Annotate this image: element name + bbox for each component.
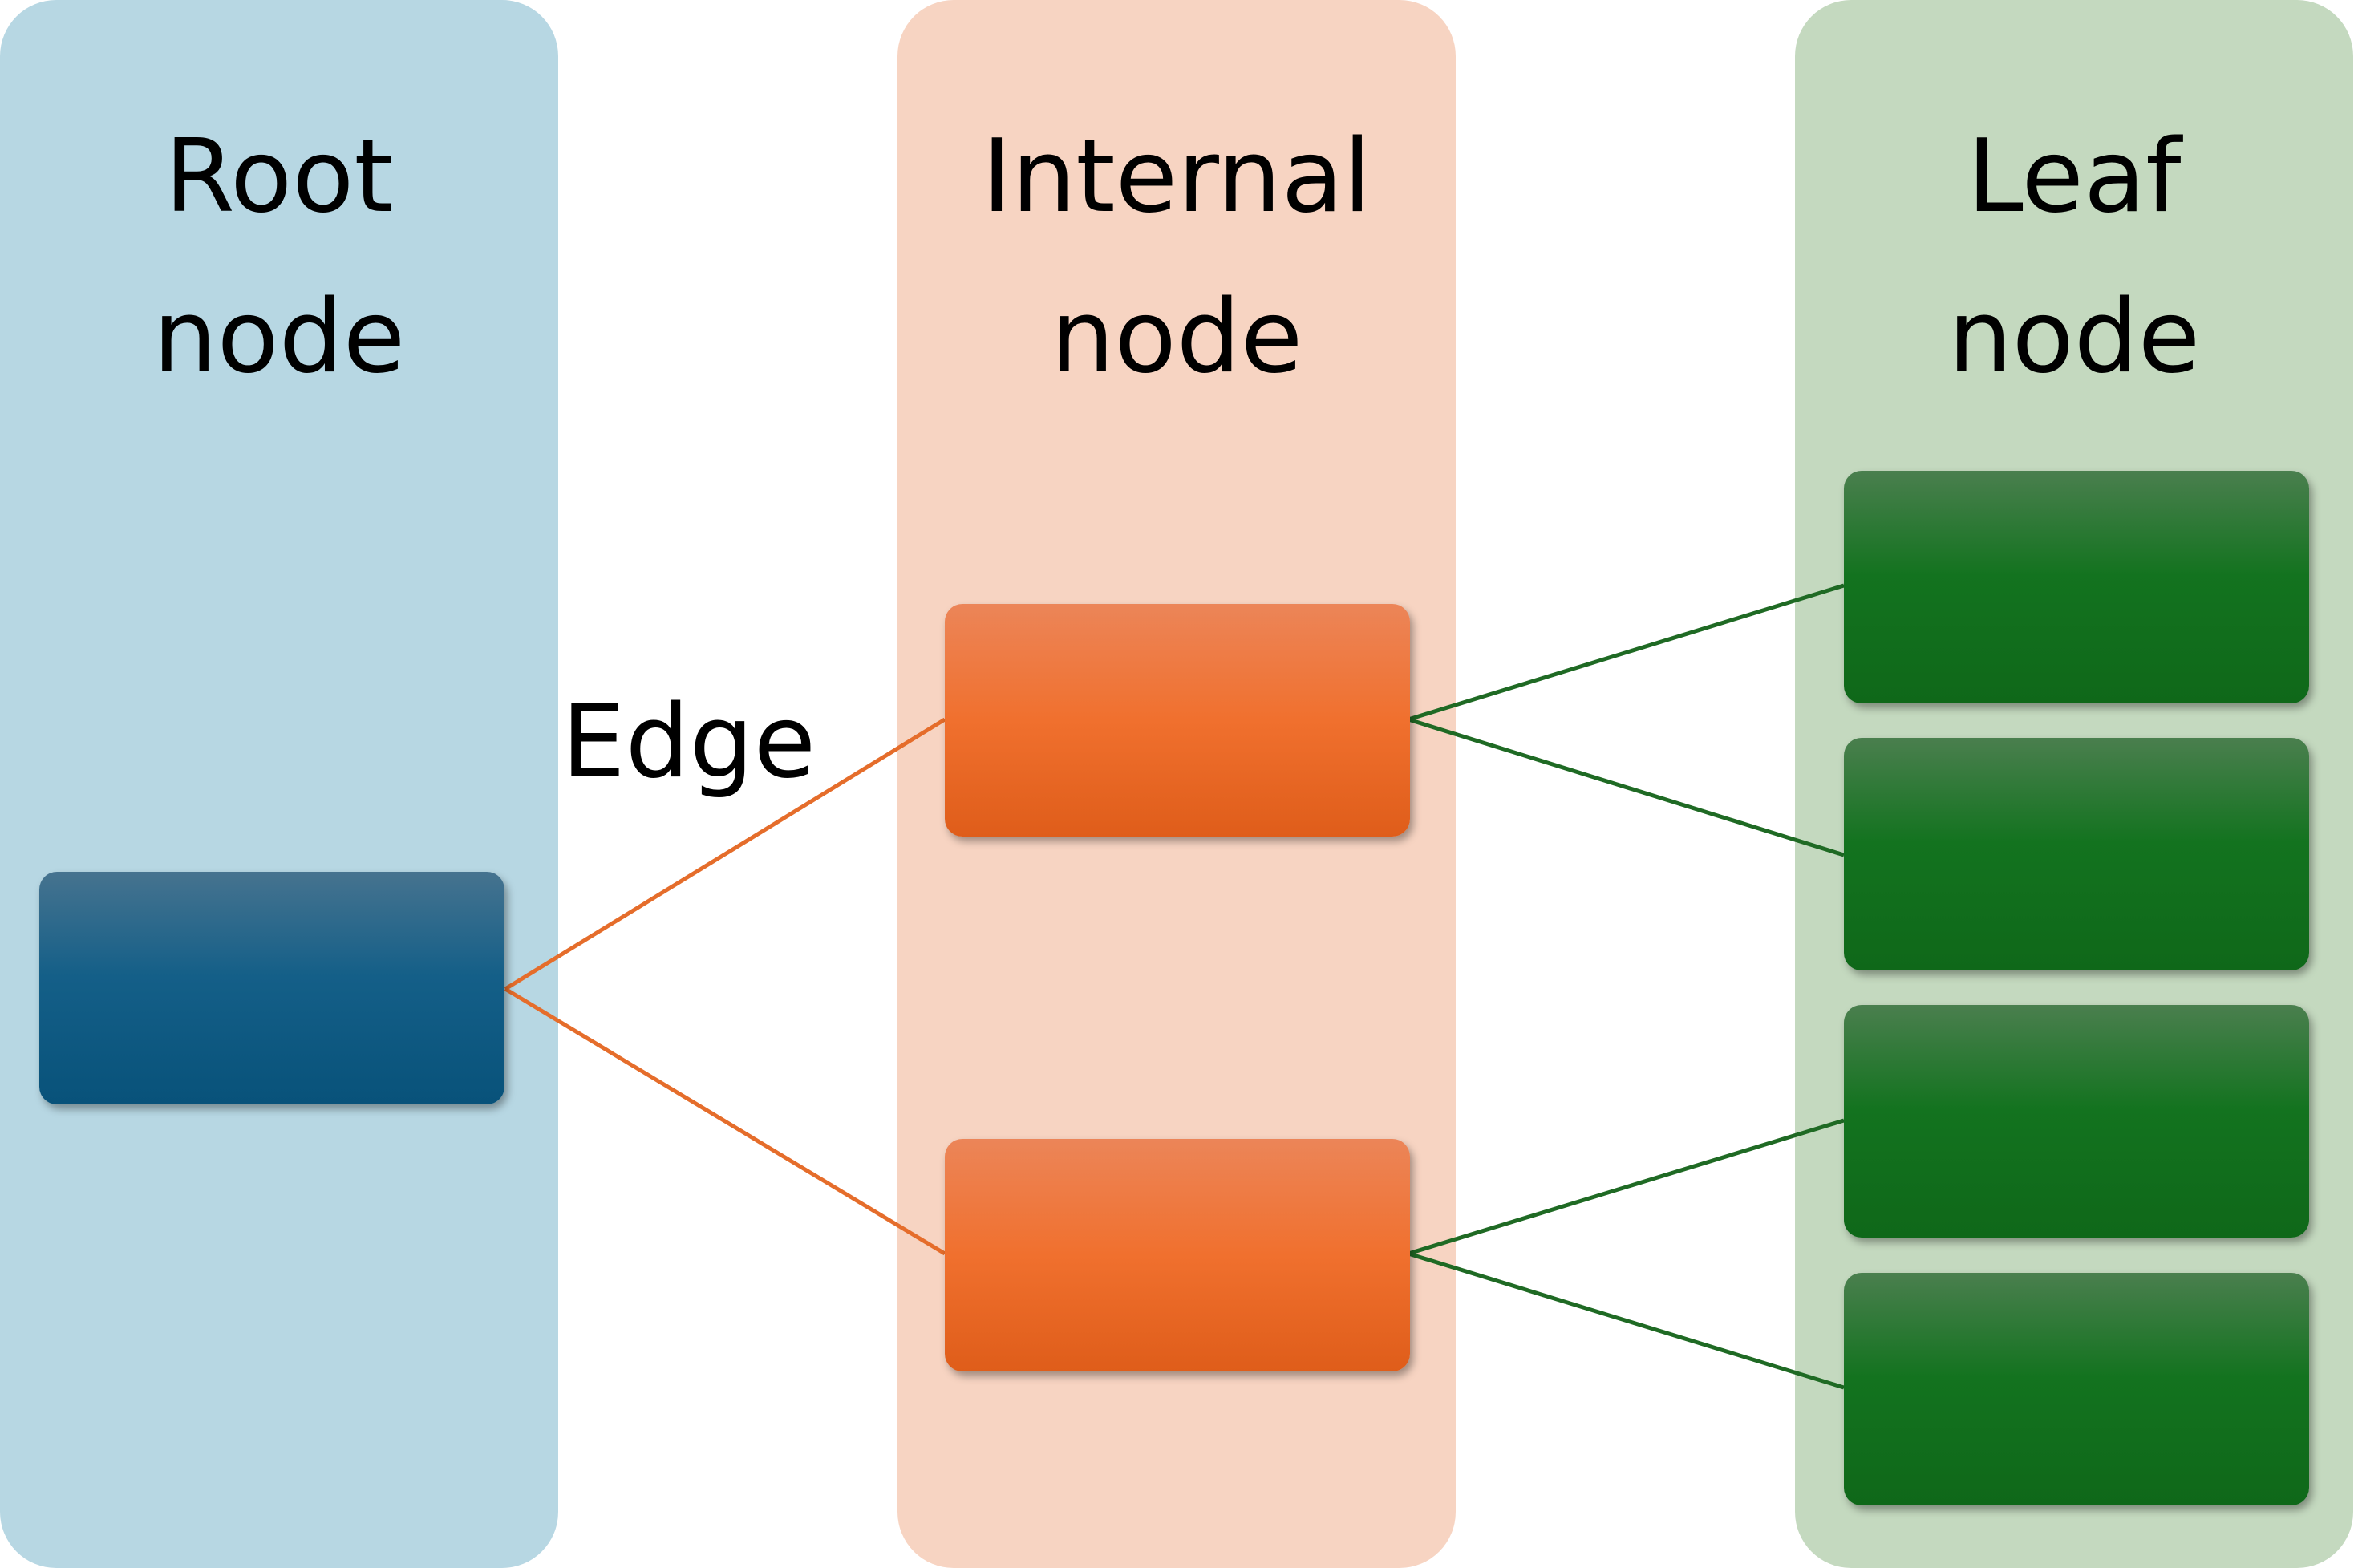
leaf-node-2: [1844, 738, 2309, 970]
edge-internal-leaf-3: [1408, 1118, 1845, 1256]
internal-node-top: [945, 604, 1410, 837]
edge-internal-leaf-4: [1408, 1251, 1845, 1390]
edge-root-internal-top: [504, 717, 946, 991]
leaf-node-4: [1844, 1273, 2309, 1505]
internal-node-bottom: [945, 1139, 1410, 1371]
root-column-title: Root node: [152, 117, 406, 395]
edge-internal-leaf-1: [1408, 583, 1845, 722]
leaf-column-title: Leaf node: [1947, 117, 2201, 395]
internal-column-title: Internal node: [982, 117, 1371, 395]
edge-internal-leaf-2: [1408, 717, 1845, 857]
root-column: Root node: [0, 0, 558, 1568]
leaf-node-1: [1844, 471, 2309, 703]
edge-label: Edge: [561, 683, 816, 800]
edge-root-internal-bottom: [504, 987, 946, 1256]
leaf-node-3: [1844, 1005, 2309, 1238]
root-node: [39, 872, 504, 1104]
